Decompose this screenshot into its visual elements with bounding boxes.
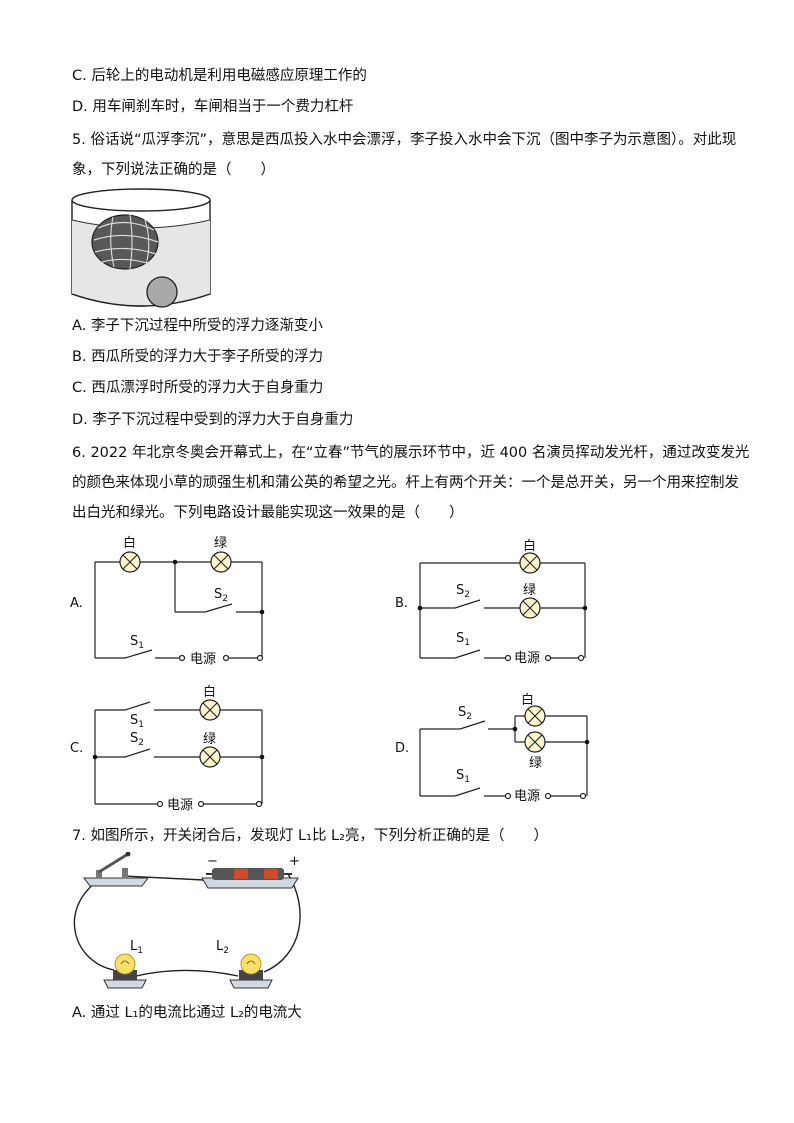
- l2-label: L2: [216, 939, 229, 956]
- svg-text:S1: S1: [456, 631, 470, 648]
- svg-text:电源: 电源: [514, 789, 540, 804]
- svg-text:S2: S2: [456, 583, 470, 600]
- q5-option-b: B. 西瓜所受的浮力大于李子所受的浮力: [72, 349, 324, 365]
- q5-beaker-figure: [68, 186, 214, 312]
- svg-text:绿: 绿: [203, 732, 216, 747]
- svg-text:S1: S1: [130, 713, 144, 730]
- svg-text:电源: 电源: [190, 652, 216, 667]
- lamp-icon: [524, 705, 546, 727]
- circuit-option-a-label: A.: [70, 596, 83, 611]
- svg-text:绿: 绿: [523, 583, 536, 598]
- battery-minus-label: −: [207, 854, 218, 869]
- l1-label: L1: [130, 939, 143, 956]
- q6-stem-line1: 6. 2022 年北京冬奥会开幕式上，在“立春”节气的展示环节中，近 400 名…: [72, 445, 750, 461]
- lamp-icon: [210, 551, 232, 573]
- q4-option-d: D. 用车闸刹车时，车闸相当于一个费力杠杆: [72, 99, 354, 115]
- watermelon-icon: [91, 214, 159, 270]
- battery-plus-label: +: [289, 854, 300, 869]
- q5-option-c: C. 西瓜漂浮时所受的浮力大于自身重力: [72, 380, 324, 396]
- lamp-icon: [119, 551, 141, 573]
- lamp-icon: [519, 597, 541, 619]
- q4-option-c: C. 后轮上的电动机是利用电磁感应原理工作的: [72, 68, 367, 84]
- bulb-l2-icon: [229, 953, 273, 989]
- svg-text:绿: 绿: [214, 536, 227, 551]
- q6-circuit-diagrams: A. 白 绿 S2 S1 电源 B. 白 绿 S2 S1 电源 C. 白 绿 S…: [60, 530, 740, 820]
- svg-text:电源: 电源: [167, 798, 193, 813]
- q6-stem-line2: 的颜色来体现小草的顽强生机和蒲公英的希望之光。杆上有两个开关：一个是总开关，另一…: [72, 475, 739, 491]
- svg-text:S2: S2: [458, 705, 472, 722]
- q7-option-a: A. 通过 L₁的电流比通过 L₂的电流大: [72, 1005, 302, 1021]
- svg-text:S2: S2: [130, 731, 144, 748]
- plum-icon: [146, 276, 178, 308]
- q5-option-d: D. 李子下沉过程中受到的浮力大于自身重力: [72, 412, 354, 428]
- svg-text:白: 白: [123, 535, 136, 551]
- q5-stem-line1: 5. 俗话说“瓜浮李沉”，意思是西瓜投入水中会漂浮，李子投入水中会下沉（图中李子…: [72, 132, 737, 148]
- battery-icon: [201, 868, 299, 889]
- q7-stem: 7. 如图所示，开关闭合后，发现灯 L₁比 L₂亮，下列分析正确的是（ ）: [72, 828, 548, 844]
- svg-text:白: 白: [521, 692, 534, 708]
- svg-text:S2: S2: [214, 587, 228, 604]
- svg-text:白: 白: [203, 684, 216, 700]
- q5-stem-line2: 象，下列说法正确的是（ ）: [72, 162, 275, 178]
- q6-stem-line3: 出白光和绿光。下列电路设计最能实现这一效果的是（ ）: [72, 505, 464, 521]
- knife-switch-icon: [83, 852, 149, 887]
- lamp-icon: [199, 699, 221, 721]
- svg-text:白: 白: [523, 538, 536, 554]
- lamp-icon: [519, 552, 541, 574]
- circuit-option-b-label: B.: [395, 596, 408, 611]
- svg-text:电源: 电源: [514, 651, 540, 666]
- bulb-l1-icon: [103, 953, 147, 989]
- circuit-option-c-label: C.: [70, 741, 83, 756]
- lamp-icon: [199, 746, 221, 768]
- lamp-icon: [524, 731, 546, 753]
- q7-circuit-figure: − + L1 L2: [66, 852, 312, 1000]
- svg-text:绿: 绿: [529, 756, 542, 771]
- q5-option-a: A. 李子下沉过程中所受的浮力逐渐变小: [72, 318, 323, 334]
- svg-text:S1: S1: [130, 634, 144, 651]
- svg-text:S1: S1: [456, 768, 470, 785]
- circuit-option-d-label: D.: [395, 741, 409, 756]
